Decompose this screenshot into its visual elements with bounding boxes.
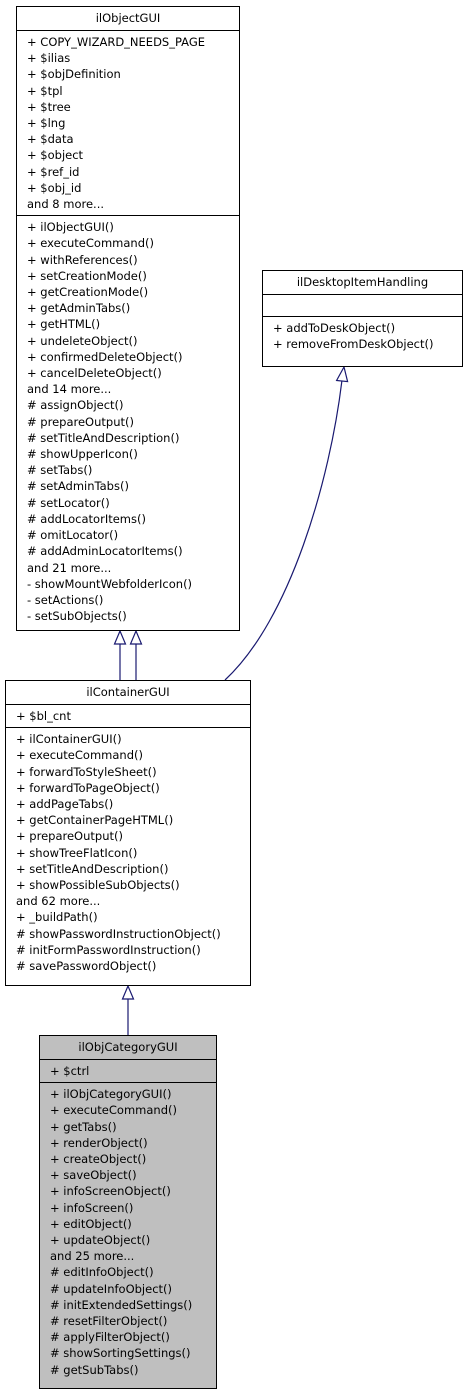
member-row: + getContainerPageHTML(): [16, 813, 174, 828]
member-row: # prepareOutput(): [27, 414, 134, 429]
class-name: ilObjectGUI: [17, 7, 239, 31]
member-row: # omitLocator(): [27, 528, 119, 543]
member-row: + executeCommand(): [50, 1103, 177, 1118]
member-row: + getCreationMode(): [27, 285, 149, 300]
member-row: + withReferences(): [27, 252, 138, 267]
member-row: # showPasswordInstructionObject(): [16, 926, 221, 941]
member-row: + forwardToStyleSheet(): [16, 764, 157, 779]
methods-section: + ilObjCategoryGUI()+ executeCommand()+ …: [40, 1083, 216, 1381]
edge-container-to-object-right: [129, 629, 143, 680]
member-row: + setCreationMode(): [27, 268, 147, 283]
member-row: + $obj_id: [27, 180, 82, 195]
more-members-note: and 21 more...: [27, 560, 112, 575]
member-row: + renderObject(): [50, 1135, 148, 1150]
member-row: - showMountWebfolderIcon(): [27, 576, 193, 591]
member-row: + showTreeFlatIcon(): [16, 845, 138, 860]
member-row: + $lng: [27, 116, 66, 131]
member-row: # updateInfoObject(): [50, 1281, 173, 1296]
class-box-ilobjcategorygui[interactable]: ilObjCategoryGUI + $ctrl + ilObjCategory…: [39, 1035, 217, 1389]
member-row: # setTitleAndDescription(): [27, 430, 180, 445]
member-row: # editInfoObject(): [50, 1265, 154, 1280]
methods-section: + addToDeskObject() + removeFromDeskObjec…: [263, 317, 462, 355]
methods-section: + ilContainerGUI()+ executeCommand()+ fo…: [6, 728, 250, 977]
member-row: + $ilias: [27, 51, 71, 66]
member-row: - setSubObjects(): [27, 609, 127, 624]
member-row: + $tpl: [27, 83, 63, 98]
member-row: # assignObject(): [27, 398, 124, 413]
member-row: # setTabs(): [27, 463, 93, 478]
member-row: - setActions(): [27, 592, 104, 607]
member-row: + COPY_WIZARD_NEEDS_PAGE: [27, 35, 206, 49]
more-members-note: and 62 more...: [16, 894, 101, 909]
class-box-ilcontainergui[interactable]: ilContainerGUI + $bl_cnt + ilContainerGU…: [5, 680, 251, 986]
member-row: + $object: [27, 148, 84, 163]
member-row: + createObject(): [50, 1152, 147, 1167]
member-row: + executeCommand(): [27, 236, 154, 251]
member-row: # setLocator(): [27, 495, 110, 510]
member-row: + $data: [27, 132, 74, 147]
member-row: + $ref_id: [27, 164, 80, 179]
member-row: + editObject(): [50, 1216, 132, 1231]
member-row: # addLocatorItems(): [27, 511, 146, 526]
member-row: # getSubTabs(): [50, 1362, 139, 1377]
methods-section: + ilObjectGUI()+ executeCommand()+ withR…: [17, 216, 239, 627]
member-row: + getTabs(): [50, 1119, 117, 1134]
class-name: ilContainerGUI: [6, 681, 250, 705]
edge-container-to-object-left: [113, 629, 127, 680]
member-row: + $ctrl: [50, 1064, 90, 1078]
member-row: + showPossibleSubObjects(): [16, 878, 180, 893]
member-row: # showSortingSettings(): [50, 1346, 191, 1361]
member-row: + infoScreen(): [50, 1200, 134, 1215]
member-row: # savePasswordObject(): [16, 959, 157, 974]
more-members-note: and 8 more...: [27, 197, 105, 212]
class-box-ildesktopitemhandling[interactable]: ilDesktopItemHandling + addToDeskObject(…: [262, 270, 463, 367]
member-row: + saveObject(): [50, 1168, 137, 1183]
member-row: # addAdminLocatorItems(): [27, 544, 183, 559]
class-box-ilobjectgui[interactable]: ilObjectGUI + COPY_WIZARD_NEEDS_PAGE + $i…: [16, 6, 240, 631]
member-row: # applyFilterObject(): [50, 1330, 170, 1345]
member-row: + ilObjCategoryGUI(): [50, 1087, 172, 1102]
member-row: # initFormPasswordInstruction(): [16, 942, 201, 957]
member-row: + $bl_cnt: [16, 709, 71, 723]
class-name: ilObjCategoryGUI: [40, 1036, 216, 1060]
edge-container-to-desktop-item-handling: [224, 365, 349, 681]
member-row: + executeCommand(): [16, 748, 143, 763]
member-row: + ilContainerGUI(): [16, 732, 122, 747]
member-row: + getHTML(): [27, 317, 101, 332]
member-row: + removeFromDeskObject(): [273, 337, 434, 352]
member-row: + cancelDeleteObject(): [27, 366, 162, 381]
member-row: + ilObjectGUI(): [27, 220, 114, 235]
attributes-section: + COPY_WIZARD_NEEDS_PAGE + $ilias+ $objDe…: [17, 31, 239, 217]
attributes-section: + $bl_cnt: [6, 705, 250, 729]
member-row: + forwardToPageObject(): [16, 780, 160, 795]
member-row: + undeleteObject(): [27, 333, 138, 348]
member-row: + _buildPath(): [16, 910, 98, 925]
member-row: + $tree: [27, 99, 71, 114]
member-row: + confirmedDeleteObject(): [27, 349, 183, 364]
more-members-note: and 14 more...: [27, 382, 112, 397]
edge-category-to-container: [121, 984, 135, 1035]
member-row: + prepareOutput(): [16, 829, 123, 844]
member-row: + setTitleAndDescription(): [16, 861, 169, 876]
member-row: # resetFilterObject(): [50, 1314, 168, 1329]
member-row: # setAdminTabs(): [27, 479, 129, 494]
member-row: + $objDefinition: [27, 67, 121, 82]
member-row: + updateObject(): [50, 1233, 151, 1248]
member-row: # initExtendedSettings(): [50, 1297, 193, 1312]
member-row: # showUpperIcon(): [27, 447, 138, 462]
attributes-section: [263, 295, 462, 317]
member-row: + infoScreenObject(): [50, 1184, 171, 1199]
attributes-section: + $ctrl: [40, 1060, 216, 1084]
member-row: + addToDeskObject(): [273, 321, 396, 335]
more-members-note: and 25 more...: [50, 1249, 135, 1264]
member-row: + getAdminTabs(): [27, 301, 131, 316]
class-name: ilDesktopItemHandling: [263, 271, 462, 295]
member-row: + addPageTabs(): [16, 797, 114, 812]
